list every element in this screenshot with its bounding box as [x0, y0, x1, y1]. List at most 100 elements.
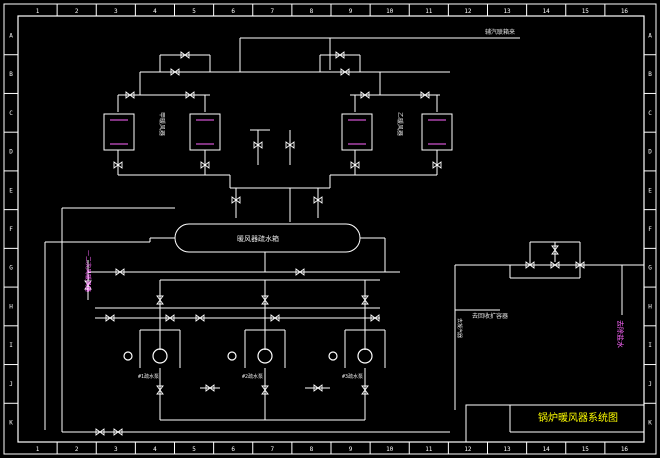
valve-icon	[525, 261, 535, 269]
valve-icon	[420, 91, 430, 99]
valve-icon	[180, 51, 190, 59]
valve-icon	[432, 161, 442, 169]
valve-icon	[253, 141, 263, 149]
valve-icon	[551, 245, 559, 255]
column-label: 16	[621, 8, 629, 15]
label-pump3: #3疏水泵	[342, 373, 363, 380]
row-label: K	[9, 420, 13, 427]
column-label: 5	[192, 8, 196, 15]
label-right-vertical: 去除盐水	[616, 320, 625, 348]
valve-icon	[185, 91, 195, 99]
row-label: E	[648, 187, 652, 194]
drawing-title: 锅炉暖风器系统图	[538, 411, 618, 424]
valve-icon	[285, 141, 295, 149]
valve-icon	[125, 91, 135, 99]
row-label: I	[648, 342, 652, 349]
label-tank: 暖风器疏水箱	[237, 234, 279, 243]
row-label: A	[9, 32, 13, 39]
row-label: G	[648, 265, 652, 272]
valve-icon	[360, 91, 370, 99]
label-condenser: 去凝汽器	[456, 318, 463, 338]
valve-icon	[575, 261, 585, 269]
column-label: 3	[114, 446, 118, 453]
row-label: C	[648, 110, 652, 117]
air-heaters	[103, 113, 453, 151]
label-recycle: 去回收扩容器	[472, 312, 508, 320]
valve-icon	[84, 280, 92, 290]
column-label: 9	[349, 8, 353, 15]
column-label: 11	[425, 446, 433, 453]
valve-icon	[340, 68, 350, 76]
valve-icon	[270, 314, 280, 322]
label-heater-b: 乙暖风器	[396, 112, 404, 136]
label-top-pipe: 辅汽联箱来	[485, 28, 515, 36]
column-label: 10	[386, 8, 394, 15]
valve-icon	[370, 314, 380, 322]
row-label: F	[9, 226, 13, 233]
label-heater-a: 甲暖风器	[158, 112, 166, 136]
column-label: 11	[425, 8, 433, 15]
column-label: 14	[543, 8, 551, 15]
column-label: 12	[464, 446, 472, 453]
valve-icon	[335, 51, 345, 59]
row-label: F	[648, 226, 652, 233]
valve-icon	[113, 161, 123, 169]
valve-icon	[200, 161, 210, 169]
column-label: 8	[310, 446, 314, 453]
column-label: 14	[543, 446, 551, 453]
column-label: 6	[231, 8, 235, 15]
column-label: 12	[464, 8, 472, 15]
row-label: J	[648, 381, 652, 388]
row-label: I	[9, 342, 13, 349]
valve-icon	[350, 161, 360, 169]
column-label: 1	[36, 446, 40, 453]
valve-icon	[165, 314, 175, 322]
row-label: E	[9, 187, 13, 194]
pumps	[123, 348, 373, 364]
row-label: J	[9, 381, 13, 388]
column-label: 2	[75, 8, 79, 15]
column-label: 13	[503, 8, 511, 15]
valve-icon	[261, 295, 269, 305]
valve-icon	[205, 384, 215, 392]
valve-icon	[113, 428, 123, 436]
column-label: 6	[231, 446, 235, 453]
valve-icon	[361, 385, 369, 395]
column-label: 7	[271, 446, 275, 453]
column-label: 1	[36, 8, 40, 15]
column-label: 3	[114, 8, 118, 15]
column-label: 13	[503, 446, 511, 453]
row-label: G	[9, 265, 13, 272]
valve-icon	[550, 261, 560, 269]
valve-icon	[195, 314, 205, 322]
piping	[44, 37, 644, 433]
valve-icon	[313, 384, 323, 392]
row-label: C	[9, 110, 13, 117]
valves	[84, 51, 585, 436]
column-label: 4	[153, 446, 157, 453]
row-label: H	[648, 303, 652, 310]
valve-icon	[156, 295, 164, 305]
title-block: 锅炉暖风器系统图	[465, 404, 645, 443]
valve-icon	[95, 428, 105, 436]
column-label: 7	[271, 8, 275, 15]
valve-icon	[361, 295, 369, 305]
column-label: 15	[582, 446, 590, 453]
column-label: 2	[75, 446, 79, 453]
valve-icon	[261, 385, 269, 395]
label-left-vertical: 一二次风暖风器	[84, 250, 92, 292]
column-label: 5	[192, 446, 196, 453]
valve-icon	[156, 385, 164, 395]
valve-icon	[313, 196, 323, 204]
column-label: 9	[349, 446, 353, 453]
column-label: 8	[310, 8, 314, 15]
column-label: 15	[582, 8, 590, 15]
column-label: 16	[621, 446, 629, 453]
annotations: 辅汽联箱来 暖风器疏水箱 去回收扩容器 #1疏水泵 #2疏水泵 #3疏水泵	[138, 28, 515, 380]
column-label: 4	[153, 8, 157, 15]
